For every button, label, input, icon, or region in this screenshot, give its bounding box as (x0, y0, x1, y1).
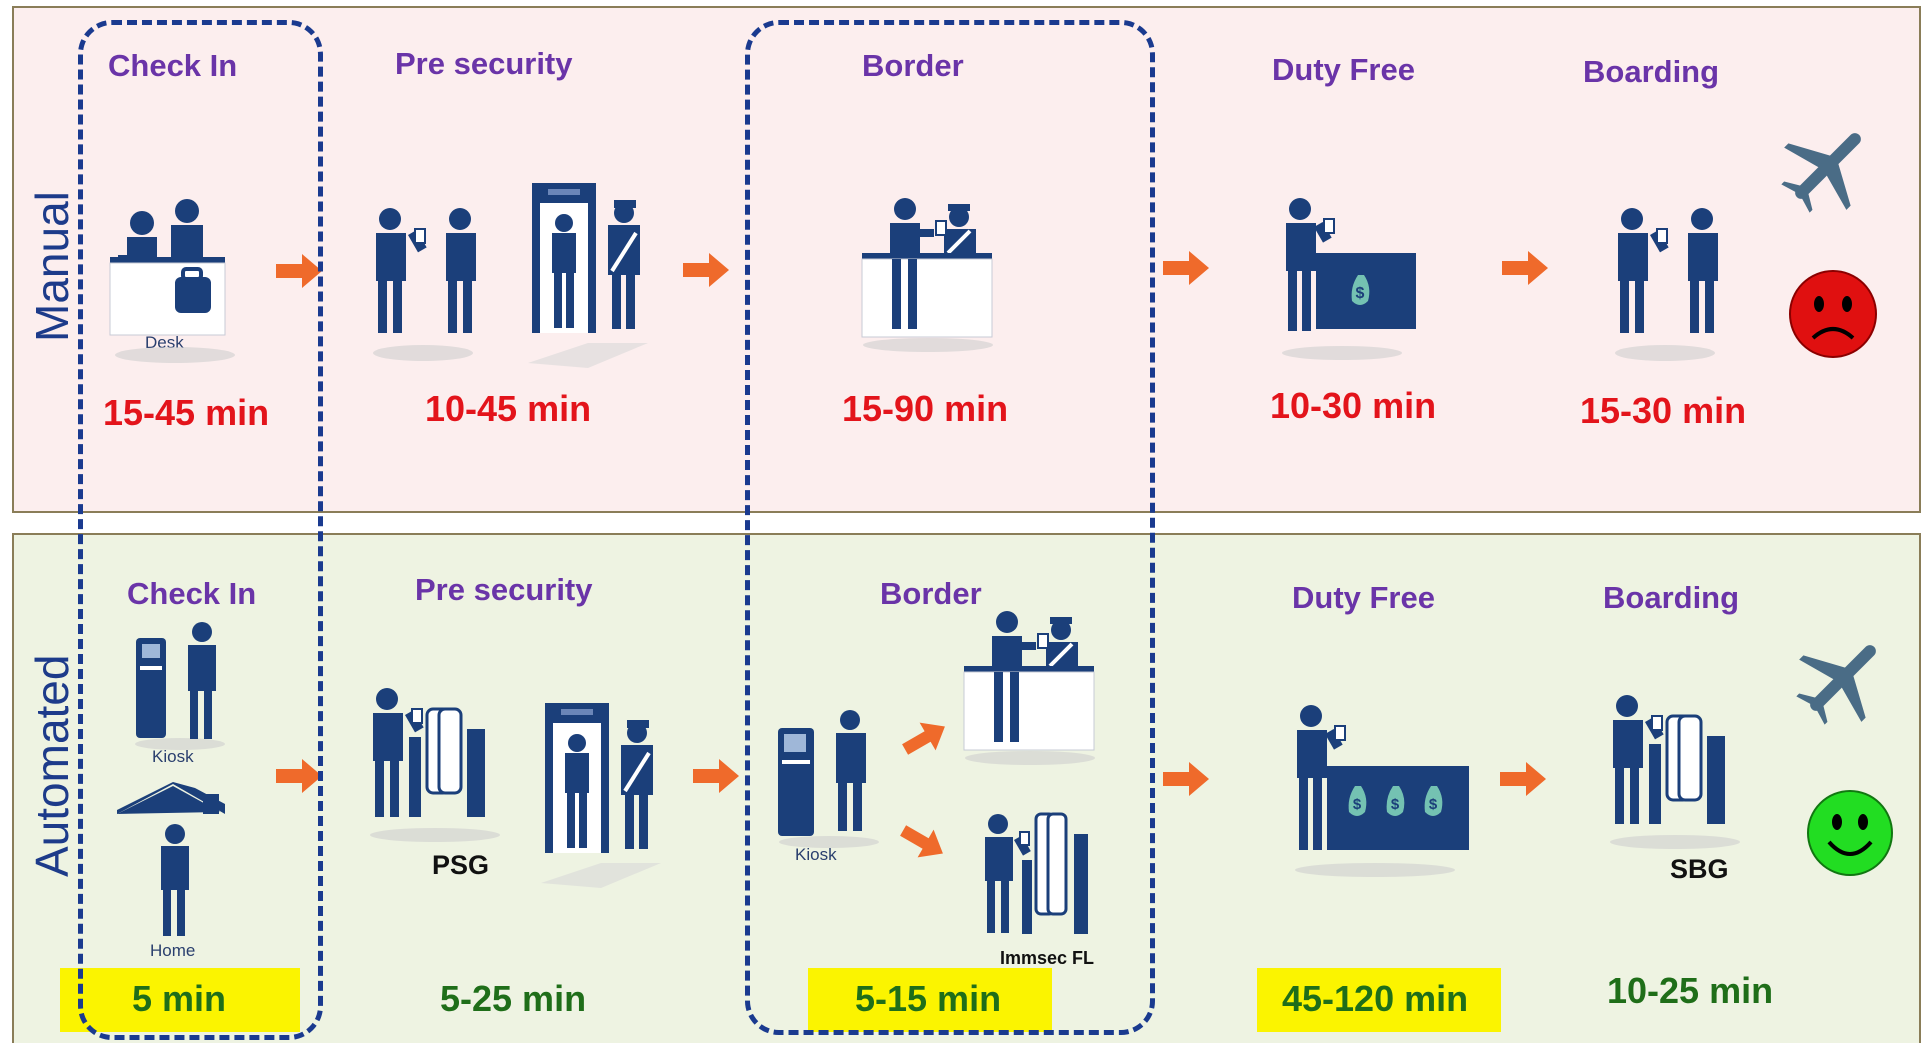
psg-gate-icon (370, 688, 500, 842)
metal-detector-icon (541, 703, 661, 888)
sbg-gate-icon (1610, 695, 1740, 849)
svg-text:$: $ (1356, 285, 1365, 302)
highlight-dutyfree (1257, 968, 1501, 1032)
manual-boarding-people-icon (1615, 208, 1718, 361)
auto-title-boarding: Boarding (1603, 580, 1740, 615)
manual-title-boarding: Boarding (1583, 54, 1720, 89)
psg-label: PSG (432, 850, 490, 880)
auto-title-dutyfree: Duty Free (1292, 580, 1435, 615)
auto-border-desk-icon (963, 611, 1095, 765)
manual-title-presecurity: Pre security (395, 46, 573, 81)
auto-time-presecurity: 5-25 min (440, 978, 587, 1019)
svg-text:$: $ (1353, 796, 1362, 813)
border-kiosk-icon (778, 710, 879, 848)
automated-panel (12, 533, 1921, 1043)
manual-time-dutyfree: 10-30 min (1270, 385, 1437, 426)
home-icon (117, 782, 225, 936)
arrow-right-icon (276, 759, 322, 793)
border-kiosk-label: Kiosk (795, 845, 837, 864)
svg-text:$: $ (1391, 796, 1400, 813)
arrow-right-icon (1163, 251, 1209, 285)
immsec-label: Immsec FL (1000, 948, 1095, 968)
arrow-right-icon (1502, 251, 1548, 285)
sbg-label: SBG (1670, 854, 1729, 884)
airplane-icon (1781, 133, 1861, 213)
auto-time-border: 5-15 min (855, 978, 1002, 1019)
auto-time-checkin: 5 min (132, 978, 227, 1019)
manual-title-border: Border (862, 48, 964, 83)
arrow-right-icon (683, 253, 729, 287)
manual-row-label: Manual (26, 191, 78, 342)
metal-detector-icon (528, 183, 648, 368)
manual-time-boarding: 15-30 min (1580, 390, 1747, 431)
happy-face-icon (1807, 790, 1893, 876)
home-label: Home (150, 941, 196, 960)
arrow-right-icon (1163, 762, 1209, 796)
checkin-kiosk-icon (135, 622, 225, 750)
highlight-border (808, 968, 1052, 1032)
checkin-desk-icon (109, 199, 235, 363)
kiosk-label: Kiosk (152, 747, 194, 766)
arrow-right-icon (900, 825, 943, 858)
auto-title-presecurity: Pre security (415, 572, 593, 607)
auto-time-dutyfree: 45-120 min (1282, 978, 1469, 1019)
manual-time-checkin: 15-45 min (103, 392, 270, 433)
auto-time-boarding: 10-25 min (1607, 970, 1774, 1011)
border-dashed-box (745, 20, 1155, 1035)
auto-title-border: Border (880, 576, 982, 611)
manual-title-dutyfree: Duty Free (1272, 52, 1415, 87)
automated-row-label: Automated (26, 654, 78, 877)
manual-presecurity-people-icon (373, 208, 476, 361)
manual-dutyfree-icon: $ (1282, 198, 1416, 360)
arrow-right-icon (693, 759, 739, 793)
arrow-right-icon (276, 254, 322, 288)
manual-border-desk-icon (861, 198, 993, 352)
auto-dutyfree-icon: $ $ $ (1295, 705, 1469, 877)
manual-title-checkin: Check In (108, 48, 238, 83)
manual-time-border: 15-90 min (842, 388, 1009, 429)
immsec-gate-icon (985, 812, 1088, 934)
auto-title-checkin: Check In (127, 576, 257, 611)
sad-face-icon (1789, 270, 1877, 358)
arrow-right-icon (902, 722, 945, 755)
checkin-dashed-box (78, 20, 323, 1040)
manual-time-presecurity: 10-45 min (425, 388, 592, 429)
airplane-icon (1796, 645, 1876, 725)
svg-text:$: $ (1429, 796, 1438, 813)
arrow-right-icon (1500, 762, 1546, 796)
